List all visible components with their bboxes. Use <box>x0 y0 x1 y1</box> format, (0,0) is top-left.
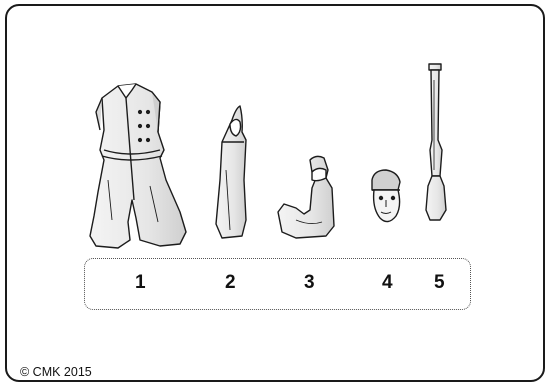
part-number-3: 3 <box>304 272 315 294</box>
part-number-1: 1 <box>135 272 146 294</box>
copyright-text: © CMK 2015 <box>20 365 92 379</box>
head-icon <box>372 170 400 222</box>
rifle-icon <box>426 64 446 220</box>
part-number-5: 5 <box>434 272 445 294</box>
coat-torso-icon <box>90 84 186 248</box>
part-number-4: 4 <box>382 272 393 294</box>
part-number-2: 2 <box>225 272 236 294</box>
arm-icon <box>216 106 246 238</box>
bent-arm-icon <box>278 156 334 238</box>
